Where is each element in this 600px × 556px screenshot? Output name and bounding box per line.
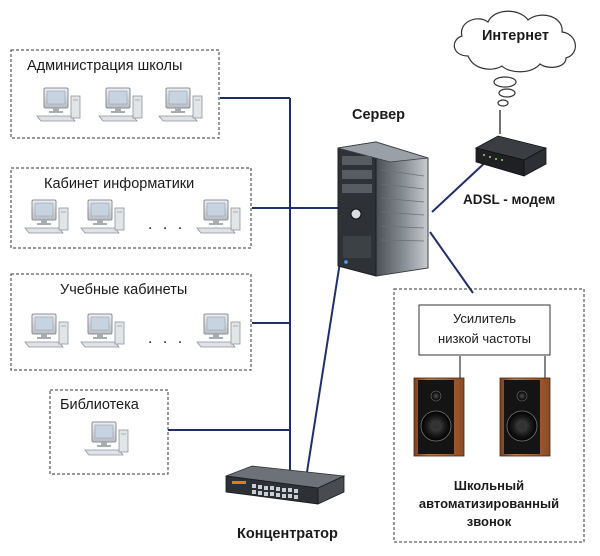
- server-label: Сервер: [352, 107, 406, 123]
- hub-label: Концентратор: [237, 526, 338, 542]
- router-icon: [474, 135, 548, 177]
- desktop-computer-icon: [80, 313, 125, 348]
- classrooms-group-label: Учебные кабинеты: [60, 282, 188, 298]
- library-group-label: Библиотека: [60, 397, 139, 413]
- bell-label-line2: автоматизированный: [418, 496, 560, 511]
- more-workstations-ellipsis: . . .: [148, 330, 186, 347]
- bell-label-line1: Школьный: [453, 478, 525, 493]
- library-group-box: [49, 389, 169, 475]
- bell-label-line3: звонок: [466, 514, 512, 529]
- admin-group-label: Администрация школы: [27, 58, 183, 74]
- informatics-workstations: [24, 199, 241, 234]
- classrooms-group-box: [10, 273, 252, 371]
- modem-label: ADSL - модем: [463, 192, 556, 207]
- library-workstations: [84, 421, 129, 456]
- desktop-computer-icon: [98, 87, 143, 122]
- desktop-computer-icon: [196, 313, 241, 348]
- amplifier-label-line1: Усилитель: [453, 311, 516, 326]
- speaker-icon: [413, 377, 465, 457]
- admin-workstations: [36, 87, 203, 122]
- network-links: [168, 97, 501, 478]
- speaker-icon: [499, 377, 551, 457]
- desktop-computer-icon: [80, 199, 125, 234]
- desktop-computer-icon: [158, 87, 203, 122]
- desktop-computer-icon: [36, 87, 81, 122]
- bell-group-box: [393, 288, 585, 543]
- desktop-computer-icon: [24, 199, 69, 234]
- cloud-icon: [453, 10, 576, 107]
- amplifier-box: [418, 304, 551, 356]
- internet-label: Интернет: [482, 28, 549, 44]
- amplifier-label-line2: низкой частоты: [438, 331, 531, 346]
- informatics-group-label: Кабинет информатики: [44, 176, 195, 192]
- informatics-group-box: [10, 167, 252, 249]
- tower-server-icon: [337, 141, 429, 277]
- desktop-computer-icon: [84, 421, 129, 456]
- classroom-workstations: [24, 313, 241, 348]
- desktop-computer-icon: [24, 313, 69, 348]
- speaker-wires: [459, 356, 546, 378]
- more-workstations-ellipsis: . . .: [148, 216, 186, 233]
- desktop-computer-icon: [196, 199, 241, 234]
- admin-group-box: [10, 49, 220, 139]
- network-switch-icon: [225, 465, 346, 505]
